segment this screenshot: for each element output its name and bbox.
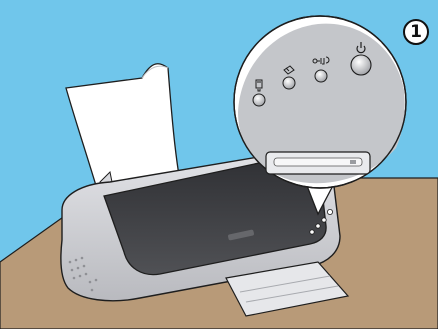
step-number-badge: 1 [403, 19, 429, 45]
